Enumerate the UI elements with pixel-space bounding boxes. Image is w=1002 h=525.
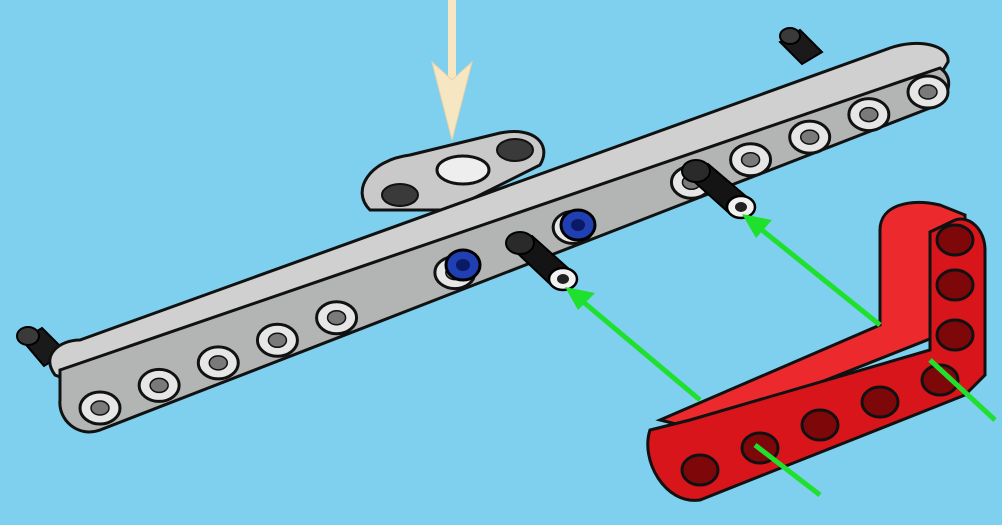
beam-hole-center [860, 108, 878, 122]
beam-hole-center [919, 85, 937, 99]
beam-hole-center [742, 153, 760, 167]
beam-hole-center [91, 401, 109, 415]
beam-hole-center [209, 356, 227, 370]
beam-hole [437, 156, 489, 184]
beam-hole-center [801, 130, 819, 144]
blue-pin [561, 210, 595, 240]
red-beam-hole [937, 320, 973, 350]
beam-hole-center [268, 333, 286, 347]
red-beam-hole [937, 270, 973, 300]
beam-hole-center [328, 311, 346, 325]
beam-hole [497, 139, 533, 161]
red-beam-hole [682, 455, 718, 485]
beam-hole [382, 184, 418, 206]
red-beam-hole [937, 225, 973, 255]
blue-pin [446, 250, 480, 280]
red-beam-hole [862, 387, 898, 417]
red-beam-hole [802, 410, 838, 440]
beam-hole-center [150, 378, 168, 392]
